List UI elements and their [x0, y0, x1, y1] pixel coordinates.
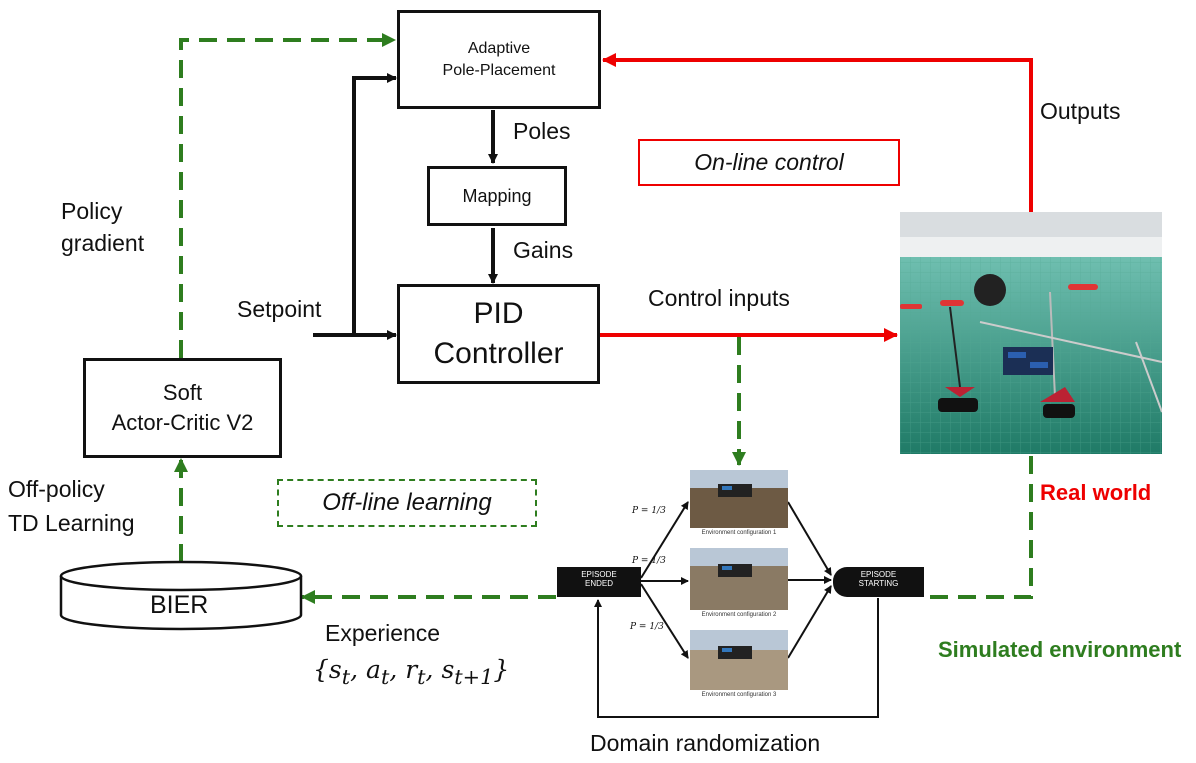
gains-label: Gains: [513, 237, 574, 263]
outputs-label: Outputs: [1040, 98, 1121, 124]
policy-gradient-line-2: gradient: [61, 230, 145, 256]
episode-starting-line-1: EPISODE: [860, 570, 897, 579]
domain-randomization-loop: [594, 598, 879, 718]
probability-label-2: P = 1/3: [632, 556, 666, 566]
policy-gradient-arrow: [179, 33, 396, 358]
probability-label-1: P = 1/3: [632, 506, 666, 516]
branch-arrow-3: [640, 583, 689, 659]
real-to-sim-arrow: [924, 456, 1033, 599]
episode-starting-line-2: STARTING: [858, 579, 899, 589]
pool-scene: [900, 212, 1162, 454]
pid-line-2: Controller: [433, 337, 564, 370]
sac-line-2: Actor-Critic V2: [111, 410, 254, 435]
policy-gradient-line-1: Policy: [61, 198, 123, 224]
off-policy-line-1: Off-policy: [8, 476, 105, 502]
experience-label: Experience: [325, 620, 441, 646]
simulated-environment-label: Simulated environment: [938, 637, 1182, 662]
sim-scene-2: [690, 548, 788, 610]
sim-scene-1: [690, 470, 788, 528]
real-world-pool-photo: [900, 212, 1162, 454]
setpoint-to-adaptive-arrow: [352, 73, 397, 335]
control-inputs-label: Control inputs: [648, 285, 790, 311]
adaptive-line-2: Pole-Placement: [442, 61, 556, 79]
merge-arrow-1: [787, 501, 832, 576]
adaptive-line-1: Adaptive: [467, 39, 531, 57]
merge-arrow-3: [787, 585, 832, 659]
env-config-1-caption: Environment configuration 1: [701, 530, 777, 536]
mapping-label: Mapping: [462, 185, 532, 206]
mapping-block: Mapping: [427, 166, 567, 226]
env-config-3-caption: Environment configuration 3: [701, 692, 777, 698]
env-config-3-thumb: [690, 630, 788, 690]
sac-line-1: Soft: [162, 380, 203, 405]
branch-arrow-1: [640, 501, 689, 579]
offline-learning-label: Off-line learning: [322, 489, 492, 516]
env-config-2-thumb: [690, 548, 788, 610]
off-policy-line-2: TD Learning: [8, 510, 135, 536]
probability-label-3: P = 1/3: [630, 622, 664, 632]
setpoint-label: Setpoint: [237, 296, 322, 322]
episode-ended-line-2: ENDED: [584, 579, 613, 589]
experience-tuple: {st, at, rt, st+1}: [313, 655, 510, 689]
bier-cylinder: [59, 560, 303, 631]
bier-label: BIER: [150, 591, 209, 619]
poles-label: Poles: [513, 118, 571, 144]
episode-ended-block: EPISODE ENDED: [557, 567, 641, 597]
env-config-1-thumb: [690, 470, 788, 528]
policy-gradient-label: Policy gradient: [61, 195, 144, 259]
episode-starting-block: EPISODE STARTING: [833, 567, 924, 597]
online-control-label: On-line control: [694, 149, 844, 175]
online-control-box: On-line control: [638, 139, 900, 186]
pid-line-1: PID: [473, 297, 524, 330]
real-world-label: Real world: [1040, 480, 1152, 505]
offline-learning-box: Off-line learning: [277, 479, 537, 527]
off-policy-label: Off-policy TD Learning: [8, 472, 135, 540]
domain-randomization-label: Domain randomization: [590, 730, 821, 756]
outputs-arrow: [602, 53, 1033, 212]
episode-ended-line-1: EPISODE: [581, 570, 617, 579]
pid-controller-block: PID Controller: [397, 284, 600, 384]
sim-scene-3: [690, 630, 788, 690]
env-config-2-caption: Environment configuration 2: [701, 612, 777, 618]
